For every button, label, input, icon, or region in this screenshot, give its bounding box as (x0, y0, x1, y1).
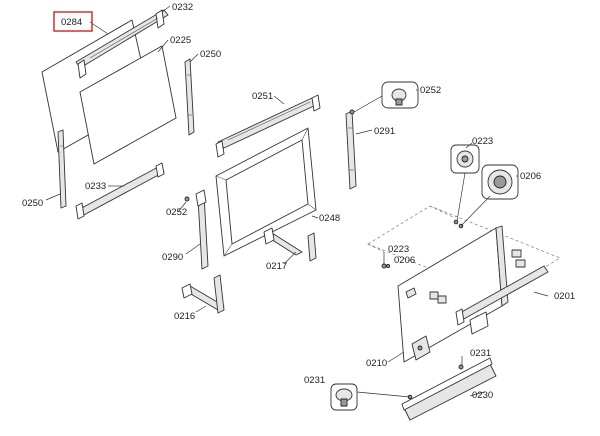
part-0250-side-strip-left[interactable] (57, 129, 67, 209)
part-0233-bottom-trim[interactable] (75, 162, 165, 220)
part-0290-hinge-bar[interactable] (195, 189, 209, 270)
label-0217: 0217 (266, 261, 287, 272)
leader-lines (45, 5, 549, 398)
part-0223-marker[interactable] (381, 263, 387, 269)
label-0284: 0284 (61, 17, 82, 28)
part-0210-control-panel[interactable] (397, 225, 526, 363)
label-0223-top: 0223 (472, 136, 493, 147)
label-0231-left: 0231 (304, 375, 325, 386)
part-0252-screw-left[interactable] (184, 196, 190, 202)
part-0252-screw-right[interactable] (349, 109, 355, 115)
label-0291: 0291 (374, 126, 395, 137)
part-0223-0206-marker-pin[interactable] (453, 219, 459, 225)
label-0290: 0290 (162, 252, 183, 263)
label-0252-right: 0252 (420, 85, 441, 96)
part-0206-marker[interactable] (385, 263, 391, 269)
part-0252-bolt-callout[interactable] (381, 81, 419, 109)
label-0232: 0232 (172, 2, 193, 13)
part-0230-bottom-trim[interactable] (401, 357, 497, 421)
part-0216-hinge[interactable] (181, 274, 225, 314)
part-0231-clip-callout[interactable] (330, 383, 358, 411)
part-0251-top-frame[interactable] (215, 94, 321, 158)
label-0248: 0248 (319, 213, 340, 224)
part-0217-bracket[interactable] (263, 227, 317, 262)
part-0225-inner-glass[interactable] (79, 45, 177, 165)
part-0248-inner-frame[interactable] (215, 127, 317, 257)
label-0230: 0230 (472, 390, 493, 401)
label-0251: 0251 (252, 91, 273, 102)
label-0250-left: 0250 (22, 198, 43, 209)
label-0210: 0210 (366, 358, 387, 369)
part-0201-rail[interactable] (455, 265, 549, 335)
part-0250-side-strip-right[interactable] (184, 58, 195, 136)
part-0232-top-trim[interactable] (75, 9, 169, 79)
label-0252-left: 0252 (166, 207, 187, 218)
label-0250-right: 0250 (200, 49, 221, 60)
part-0206-knob-callout[interactable] (481, 164, 519, 200)
label-0206-top: 0206 (520, 171, 541, 182)
label-0201: 0201 (554, 291, 575, 302)
label-0223-mid: 0223 (388, 244, 409, 255)
label-0206-mid: 0206 (394, 255, 415, 266)
label-0216: 0216 (174, 311, 195, 322)
highlight-box-0284 (53, 11, 93, 32)
label-0225: 0225 (170, 35, 191, 46)
part-0231-screw[interactable] (458, 364, 464, 370)
part-0223-knob-callout[interactable] (450, 144, 480, 174)
part-0291-side-strip[interactable] (345, 110, 357, 190)
label-0231-right: 0231 (470, 348, 491, 359)
label-0233: 0233 (85, 181, 106, 192)
